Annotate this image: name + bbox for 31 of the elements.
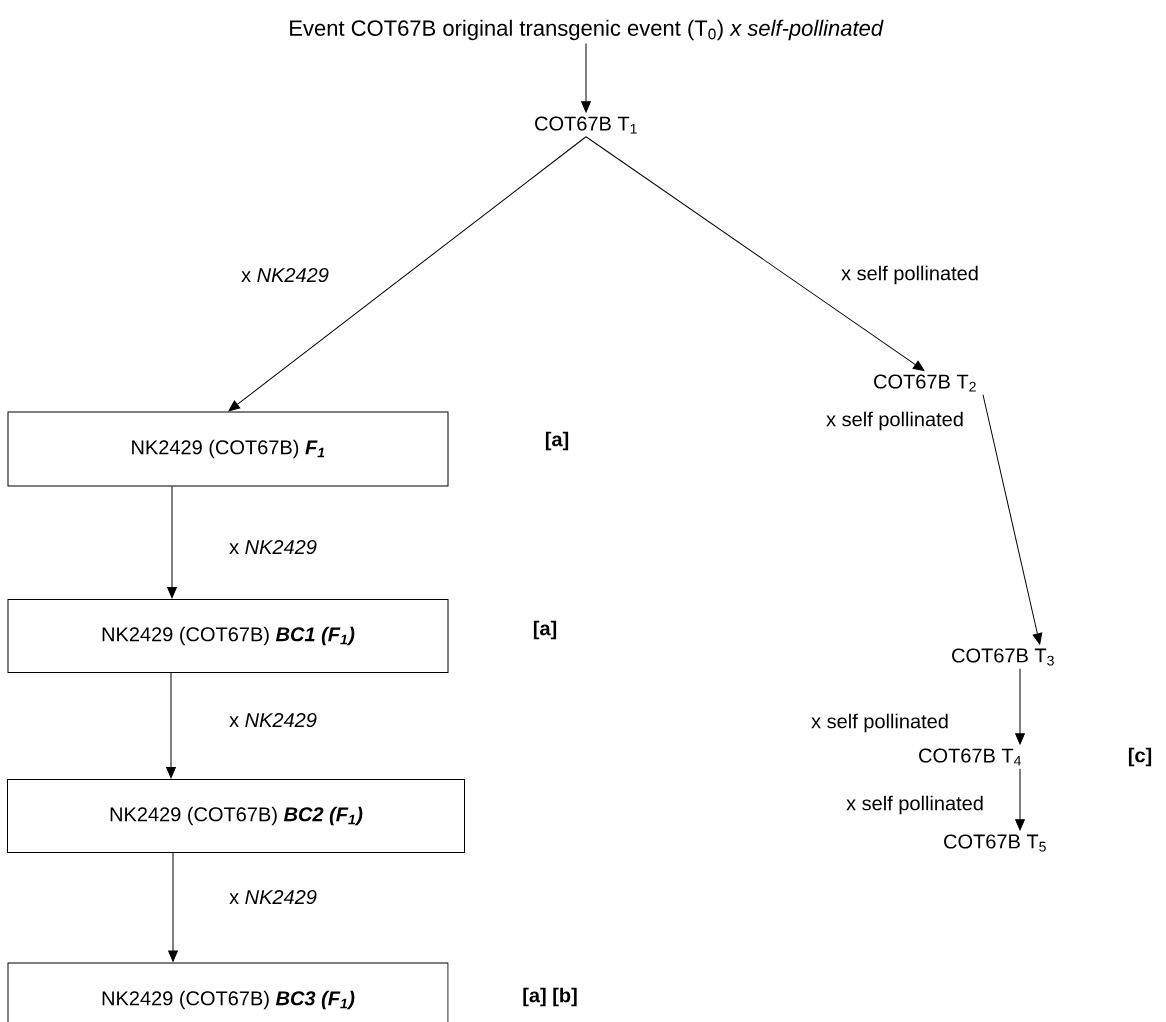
arrow: [585, 136, 925, 372]
arrow: [168, 852, 178, 962]
edge-label: x self pollinated: [845, 794, 985, 816]
generation-label: COT67B T$_{3}$: [952, 648, 1054, 666]
edge-label: x NK2429: [240, 266, 330, 284]
process-box: NK2429 (COT67B) F$_{1}$: [7, 411, 449, 487]
generation-label: COT67B T$_{5}$: [944, 834, 1046, 852]
edge-label: x self pollinated: [825, 410, 965, 432]
process-box: NK2429 (COT67B) BC3 (F$_{1}$): [7, 962, 449, 1022]
generation-label: COT67B T$_{1}$: [535, 116, 637, 134]
process-box: NK2429 (COT67B) BC1 (F$_{1}$): [7, 599, 449, 673]
arrow: [167, 486, 177, 599]
arrow: [1015, 768, 1025, 831]
note-mark: [a]: [545, 431, 569, 451]
arrow: [228, 136, 587, 412]
generation-label: COT67B T$_{2}$: [874, 374, 976, 392]
title-text: Event COT67B original transgenic event (T$_{0}$) x self-pollinated: [290, 19, 884, 41]
edge-label: x self pollinated: [810, 712, 950, 734]
note-mark: [a]: [533, 620, 557, 640]
arrow: [581, 42, 591, 113]
note-mark: [a] [b]: [523, 987, 577, 1007]
arrow: [1015, 668, 1025, 745]
process-box: NK2429 (COT67B) BC2 (F$_{1}$): [7, 779, 465, 853]
edge-label: x NK2429: [228, 888, 318, 906]
generation-label: COT67B T$_{4}$: [919, 748, 1022, 766]
edge-label: x self pollinated: [840, 264, 980, 286]
edge-label: x NK2429: [228, 538, 318, 556]
arrow: [166, 672, 176, 779]
arrow: [982, 394, 1043, 645]
note-mark: [c]: [1128, 747, 1152, 767]
edge-label: x NK2429: [228, 711, 318, 729]
